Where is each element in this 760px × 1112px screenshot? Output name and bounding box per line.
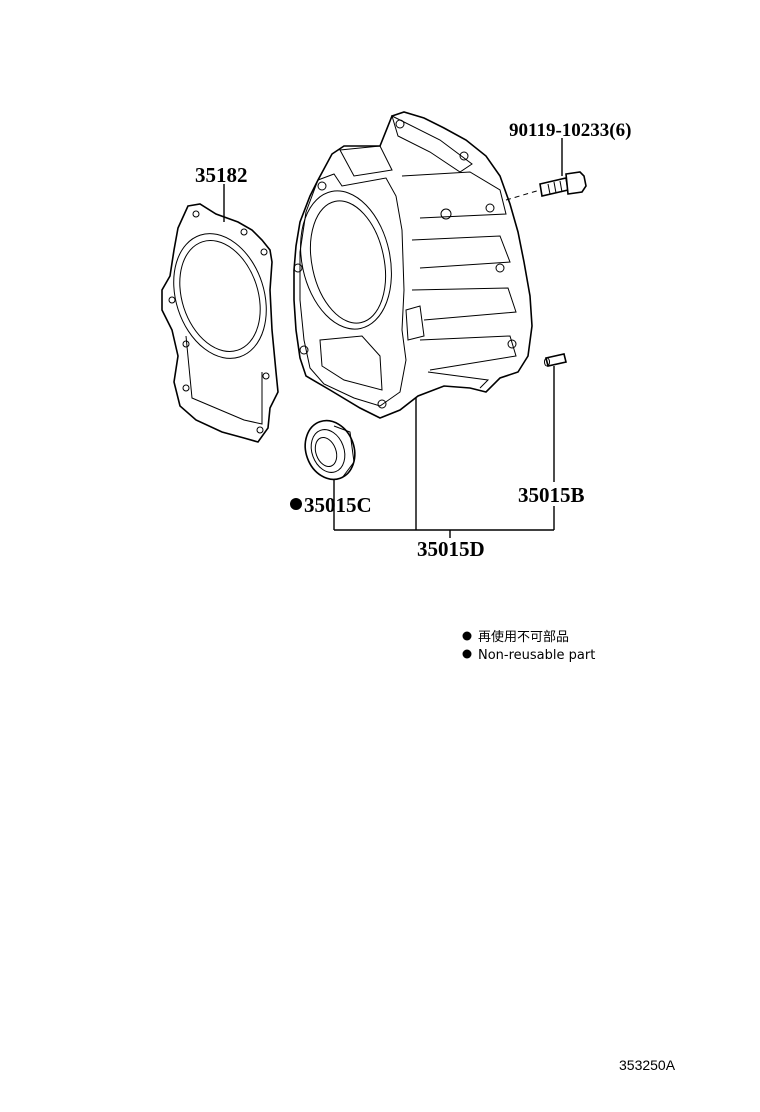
assembly-part-number: 35015D: [417, 537, 485, 561]
bolt-part-number: 90119-10233(6): [509, 120, 631, 141]
pin-illustration: [544, 353, 567, 367]
assembly-bracket: [334, 398, 555, 538]
transfer-case-illustration: [293, 111, 533, 419]
legend-text-en: Non-reusable part: [478, 648, 595, 663]
oil-seal-part-number: 35015C: [304, 493, 372, 517]
bolt-dashed-guide: [505, 189, 541, 201]
legend-bullet-ja: [462, 631, 472, 641]
non-reusable-marker-oil-seal: [290, 498, 302, 510]
gasket-part-number: 35182: [195, 163, 248, 187]
legend-bullet-en: [462, 649, 472, 659]
reference-code: 353250A: [619, 1057, 676, 1073]
oil-seal-illustration: [304, 419, 356, 481]
legend: 再使用不可部品 Non-reusable part: [462, 629, 595, 663]
bolt-illustration: [539, 171, 587, 197]
pin-part-number: 35015B: [518, 483, 585, 507]
legend-text-ja: 再使用不可部品: [478, 629, 569, 645]
gasket-illustration: [161, 203, 279, 443]
